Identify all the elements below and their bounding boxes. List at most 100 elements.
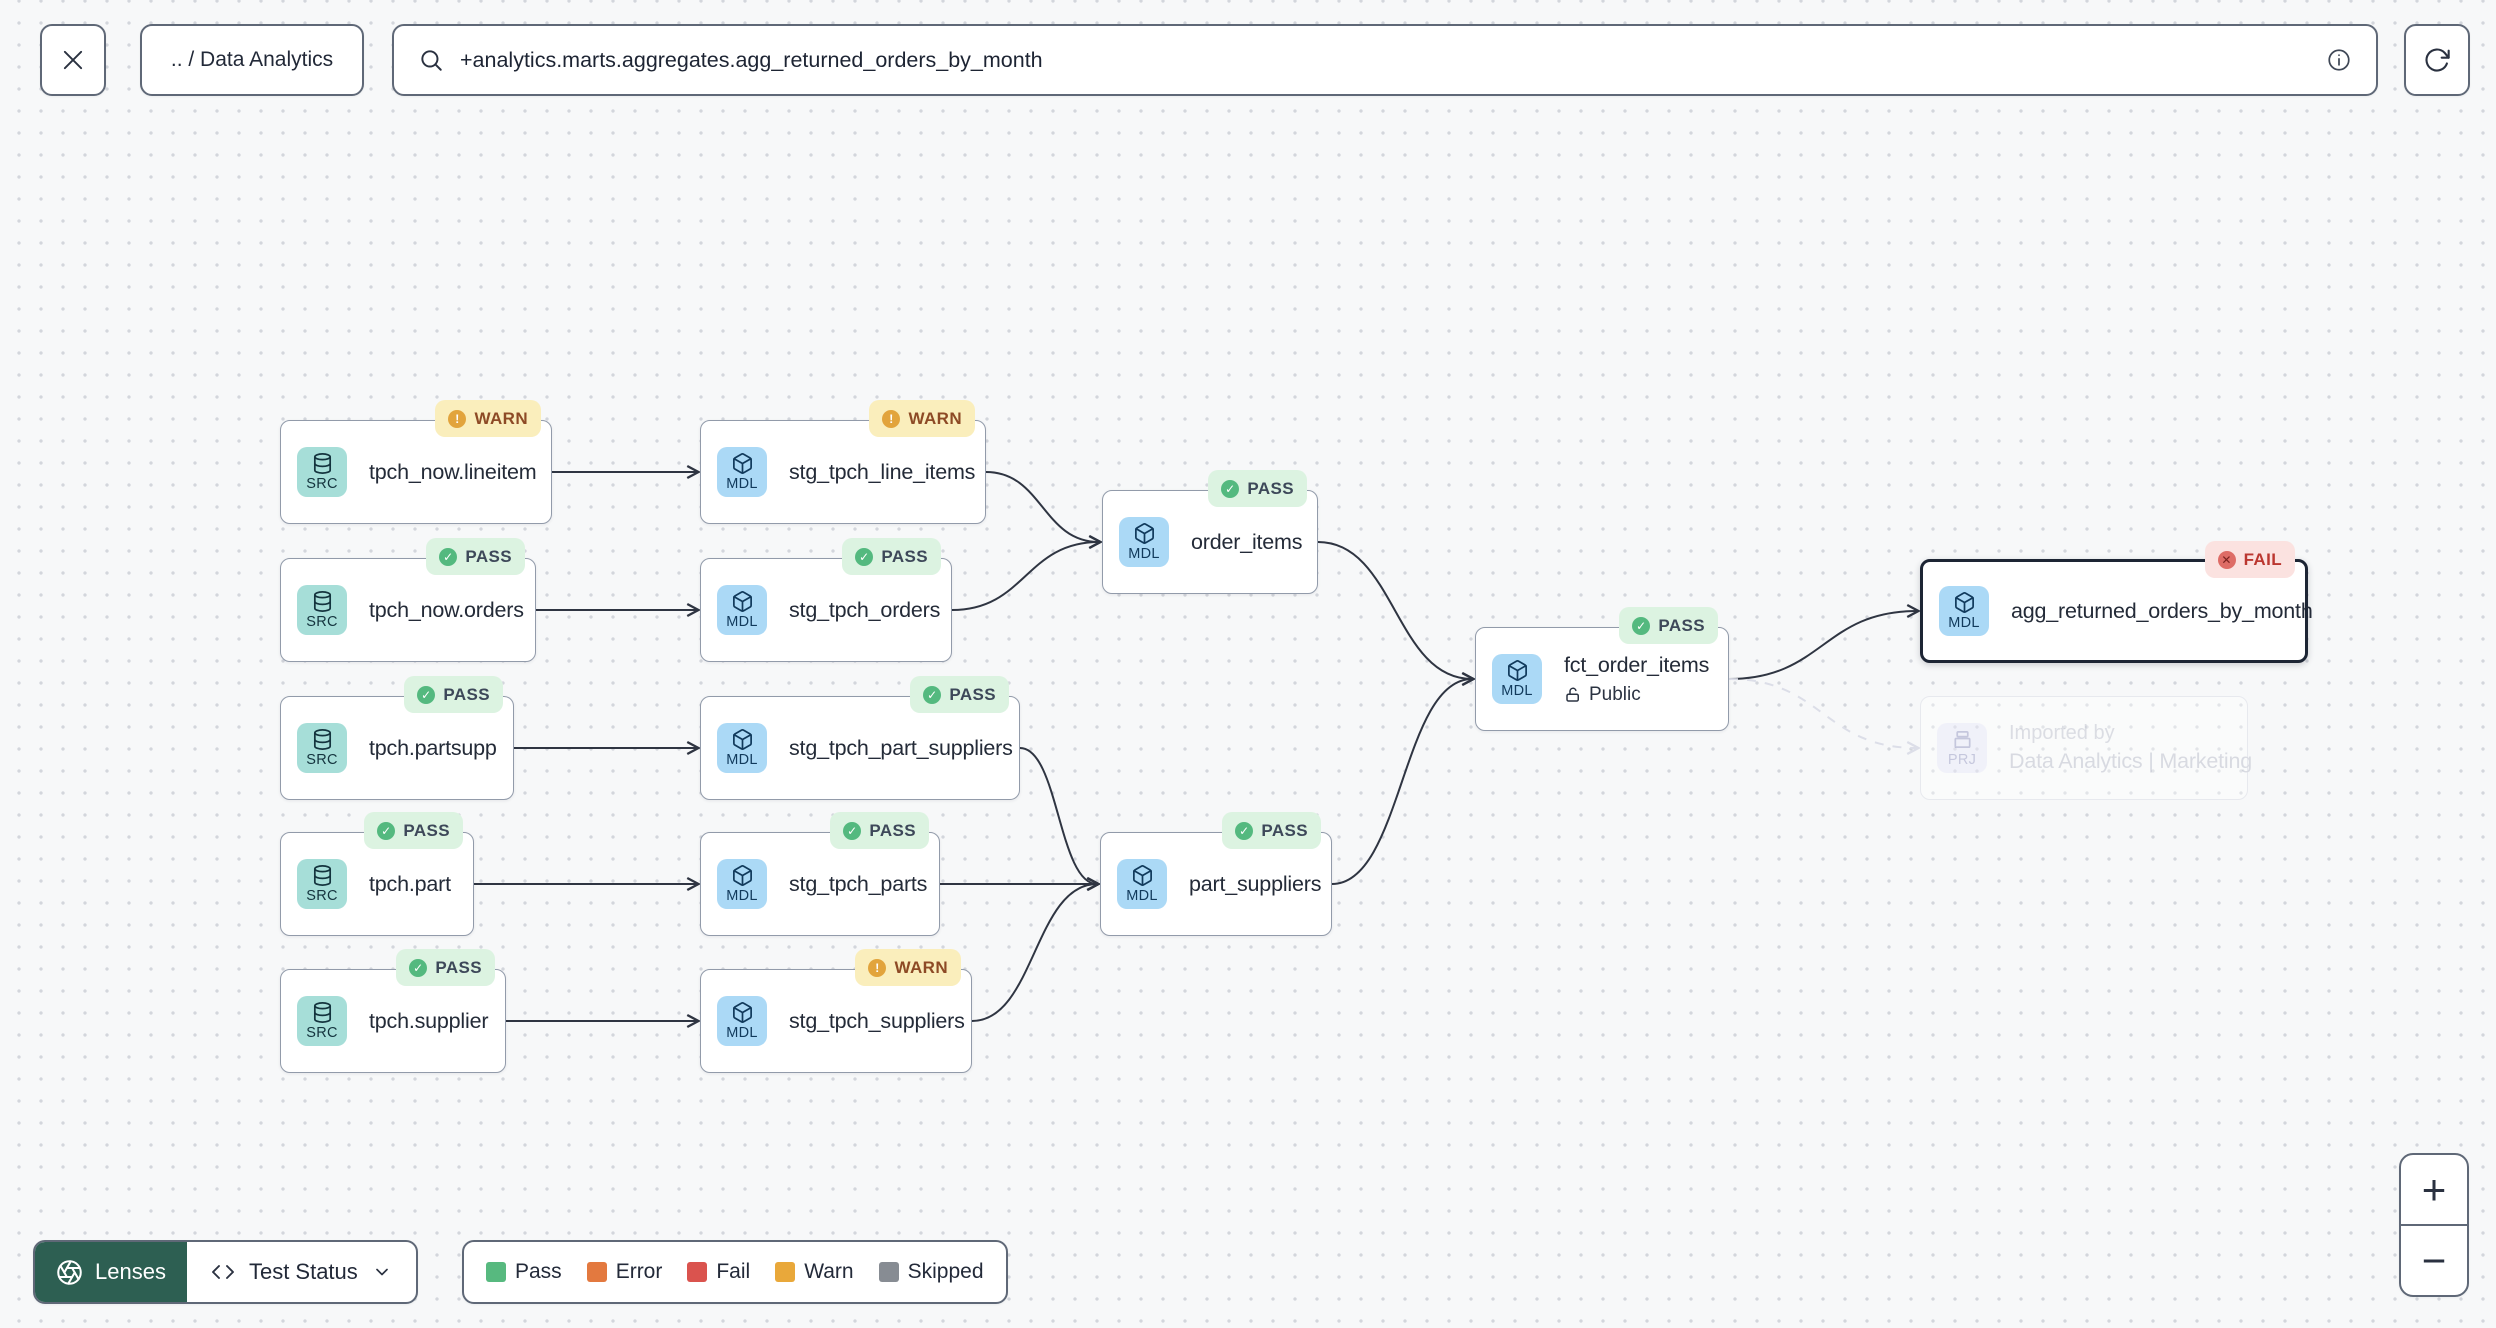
status-label: WARN [908,408,962,428]
status-badge-pass: ✓PASS [404,676,503,713]
status-label: FAIL [2243,549,2282,569]
model-icon: MDL [717,585,767,635]
search-input[interactable] [460,47,2310,73]
status-dot-icon: ✕ [2217,550,2236,569]
node-type-label: SRC [306,476,338,493]
status-dot-icon: ✓ [1235,821,1254,840]
node-type-label: MDL [726,476,758,493]
graph-node-tpch_now_lineitem[interactable]: SRC tpch_now.lineitem !WARN [280,400,552,524]
node-title: agg_returned_orders_by_month [2011,598,2313,623]
status-badge-pass: ✓PASS [396,949,495,986]
node-type-label: MDL [1948,615,1980,632]
node-title: fct_order_items [1564,652,1710,677]
refresh-icon [2425,48,2450,72]
legend-item-fail: Fail [687,1260,750,1284]
lock-open-icon [1564,686,1582,704]
status-dot-icon: ✓ [923,685,942,704]
node-text: stg_tpch_part_suppliers [789,736,1013,761]
node-text: tpch.partsupp [369,736,497,761]
graph-node-tpch_supplier[interactable]: SRC tpch.supplier ✓PASS [280,949,506,1073]
search-bar[interactable] [392,24,2378,96]
refresh-button[interactable] [2404,24,2470,96]
node-title: stg_tpch_parts [789,871,928,896]
info-icon[interactable] [2326,47,2352,73]
status-badge-warn: ! WARN [855,949,961,986]
lens-selector[interactable]: Test Status [187,1242,416,1302]
access-label: Public [1589,683,1641,705]
node-text: order_items [1191,530,1303,555]
breadcrumb: .. / Data Analytics [170,48,334,71]
status-badge-warn: !WARN [435,400,541,437]
node-text: tpch.supplier [369,1008,489,1034]
node-title: tpch.part [369,871,451,896]
status-label: PASS [949,684,996,704]
node-title: tpch.supplier [369,1008,489,1033]
lens-control: Lenses Test Status [33,1240,418,1304]
model-icon: MDL [717,996,767,1046]
status-dot-icon: ✓ [855,547,874,566]
source-icon: SRC [297,723,347,773]
lenses-button[interactable]: Lenses [35,1242,187,1302]
zoom-in-button[interactable]: + [2421,1165,2447,1213]
status-badge-pass: ✓PASS [1619,607,1718,644]
node-title: stg_tpch_orders [789,597,941,622]
node-text: part_suppliers [1189,872,1321,897]
status-label: PASS [443,684,490,704]
source-icon: SRC [297,996,347,1046]
status-label: WARN [894,957,948,977]
breadcrumb-button[interactable]: .. / Data Analytics [140,24,364,96]
node-text: agg_returned_orders_by_month [2011,599,2313,624]
node-type-label: SRC [306,752,338,769]
source-icon: SRC [297,859,347,909]
node-text: stg_tpch_parts [789,872,927,897]
node-text: stg_tpch_orders [789,598,940,623]
close-icon [63,50,83,70]
legend-swatch-pass [486,1262,506,1282]
legend-item-skipped: Skipped [878,1260,984,1284]
edge-stg_tpch_line_items-to-order_items [985,471,1099,542]
graph-node-stg_tpch_suppliers[interactable]: MDL stg_tpch_suppliers! WARN [700,949,972,1073]
graph-node-tpch_partsupp[interactable]: SRC tpch.partsupp ✓PASS [280,676,514,800]
node-title: stg_tpch_part_suppliers [789,735,1013,760]
graph-node-stg_tpch_part_suppliers[interactable]: MDL stg_tpch_part_suppliers ✓ PASS [700,676,1020,800]
status-dot-icon: ! [868,958,887,977]
close-button[interactable] [40,24,106,96]
graph-node-agg_returned_orders_by_month[interactable]: MDL agg_returned_orders_by_month ✕ FAIL [1920,541,2313,663]
node-type-label: MDL [726,752,758,769]
node-title: Data Analytics | Marketing [2009,749,2252,773]
selected-lens-label: Test Status [248,1259,358,1284]
node-text: tpch_now.orders [369,598,524,623]
zoom-out-button[interactable]: − [2401,1224,2467,1295]
status-badge-warn: !WARN [869,400,975,437]
model-icon: MDL [717,859,767,909]
status-badge-pass: ✓ PASS [1222,812,1321,849]
status-badge-pass: ✓ PASS [910,676,1009,713]
node-text: tpch.part [369,872,451,897]
status-label: PASS [1247,478,1294,498]
source-icon: SRC [297,585,347,635]
status-label: PASS [403,820,450,840]
node-title: tpch_now.lineitem [369,459,537,484]
model-icon: MDL [1492,654,1542,704]
status-dot-icon: ✓ [1632,616,1651,635]
aperture-icon [57,1259,82,1285]
node-type-label: MDL [1501,683,1533,700]
status-label: PASS [435,957,482,977]
status-label: PASS [1261,820,1308,840]
node-type-label: SRC [306,888,338,905]
legend-label: Pass [515,1260,562,1283]
edge-order_items-to-fct_order_items [1317,541,1472,679]
node-text: stg_tpch_suppliers [789,1009,965,1034]
